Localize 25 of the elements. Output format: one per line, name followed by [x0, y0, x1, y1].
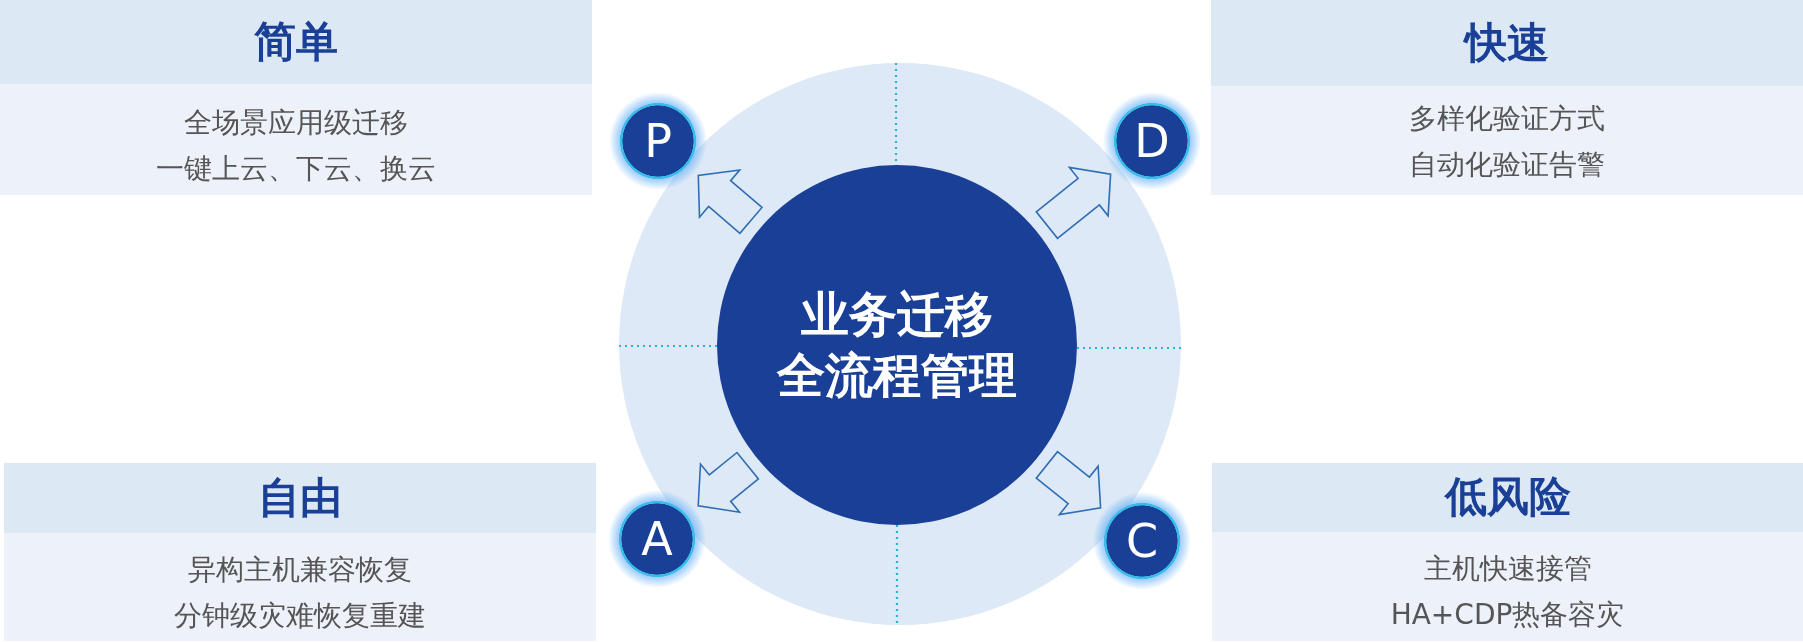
- feature-panel: [1212, 463, 1803, 641]
- feature-text: 主机快速接管: [1423, 551, 1592, 587]
- feature-text: 一键上云、下云、换云: [156, 151, 436, 187]
- phase-circle: A: [608, 490, 706, 588]
- hollow-arrow: [697, 451, 760, 514]
- panel-title: 自由: [258, 472, 342, 524]
- feature-text: 异构主机兼容恢复: [188, 552, 412, 588]
- feature-text: 自动化验证告警: [1409, 147, 1605, 183]
- feature-text: HA+CDP热备容灾: [1390, 597, 1625, 633]
- feature-text: 多样化验证方式: [1409, 101, 1605, 137]
- center-title: 业务迁移全流程管理: [775, 285, 1018, 405]
- feature-text: 全场景应用级迁移: [184, 105, 408, 141]
- phase-circle: D: [1103, 92, 1201, 190]
- phase-circle: P: [609, 92, 707, 190]
- phase-circle: C: [1093, 492, 1191, 590]
- feature-panel: [4, 463, 596, 641]
- panel-title: 低风险: [1444, 472, 1571, 523]
- hollow-arrow: [1035, 450, 1102, 516]
- hollow-arrow: [1035, 166, 1112, 240]
- feature-panel: [0, 0, 592, 195]
- panel-title: 快速: [1465, 17, 1549, 69]
- feature-text: 分钟级灾难恢复重建: [174, 598, 426, 634]
- feature-panel: [1211, 0, 1803, 195]
- hollow-arrow: [697, 168, 764, 235]
- panel-title: 简单: [254, 16, 338, 68]
